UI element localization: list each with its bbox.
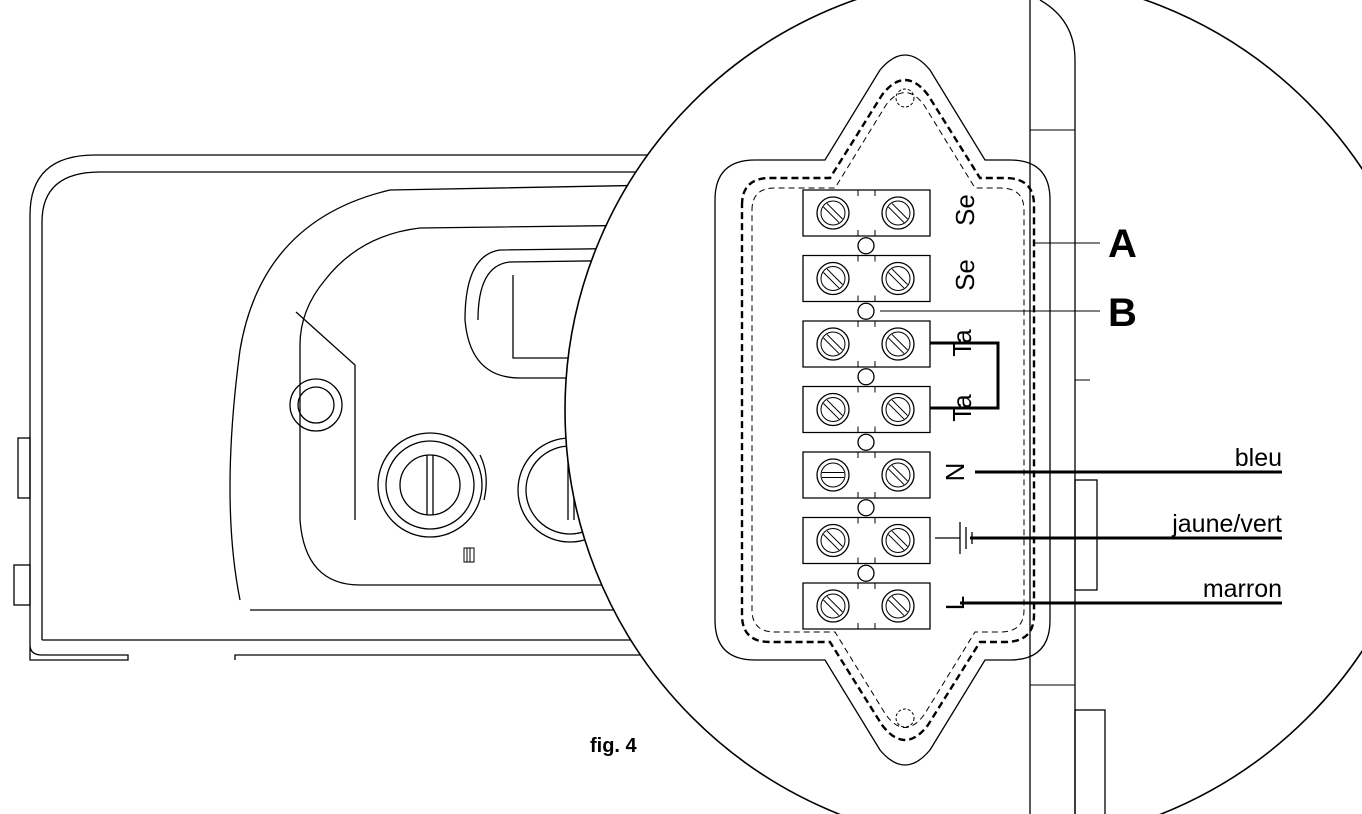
screw-icon bbox=[816, 589, 850, 623]
terminal-label-4: Ta bbox=[947, 394, 977, 422]
screw-icon bbox=[881, 589, 915, 623]
screw-icon bbox=[881, 392, 915, 427]
terminal-label-5: N bbox=[940, 463, 970, 482]
terminal-row bbox=[802, 451, 931, 499]
ta-bridge bbox=[930, 341, 1000, 410]
terminal-label-1: Se bbox=[950, 194, 980, 226]
terminal-row bbox=[802, 320, 931, 368]
terminal-labels: Se Se Ta Ta N L bbox=[940, 194, 980, 610]
earth-symbol bbox=[935, 522, 973, 554]
mounting-hole bbox=[857, 564, 875, 582]
zoom-detail bbox=[714, 0, 1282, 814]
earth-wire-label: jaune/vert bbox=[1171, 510, 1282, 538]
temperature-knob bbox=[377, 432, 487, 538]
screw-icon bbox=[881, 261, 915, 296]
callout-a: A bbox=[1108, 222, 1137, 266]
terminal-row bbox=[802, 516, 931, 565]
screw-icon bbox=[816, 196, 850, 230]
screw-icon bbox=[816, 458, 850, 492]
callout-b: B bbox=[1108, 291, 1137, 335]
mounting-hole bbox=[857, 499, 875, 517]
screw-icon bbox=[881, 458, 915, 492]
mounting-hole bbox=[857, 237, 875, 255]
appliance-housing bbox=[13, 154, 661, 661]
figure-caption: fig. 4 bbox=[590, 735, 638, 757]
terminal-row bbox=[802, 582, 931, 630]
screw-icon bbox=[881, 196, 915, 230]
terminal-label-7: L bbox=[940, 596, 970, 610]
radiator-icon bbox=[463, 547, 475, 563]
mounting-hole bbox=[857, 302, 875, 320]
terminal-row bbox=[802, 254, 931, 303]
terminal-label-2: Se bbox=[950, 259, 980, 291]
terminal-strip bbox=[802, 189, 931, 630]
terminal-row bbox=[802, 385, 931, 434]
terminal-label-3: Ta bbox=[947, 329, 977, 357]
neutral-wire-label: bleu bbox=[1235, 444, 1282, 472]
screw-icon bbox=[816, 327, 850, 361]
mounting-hole bbox=[857, 433, 875, 451]
screw-icon bbox=[816, 523, 850, 558]
live-wire-label: marron bbox=[1203, 575, 1282, 603]
screw-icon bbox=[881, 327, 915, 361]
terminal-row bbox=[802, 189, 931, 237]
screw-icon bbox=[816, 392, 850, 427]
mounting-hole bbox=[857, 368, 875, 386]
screw-icon bbox=[881, 523, 915, 558]
screw-icon bbox=[816, 261, 850, 296]
